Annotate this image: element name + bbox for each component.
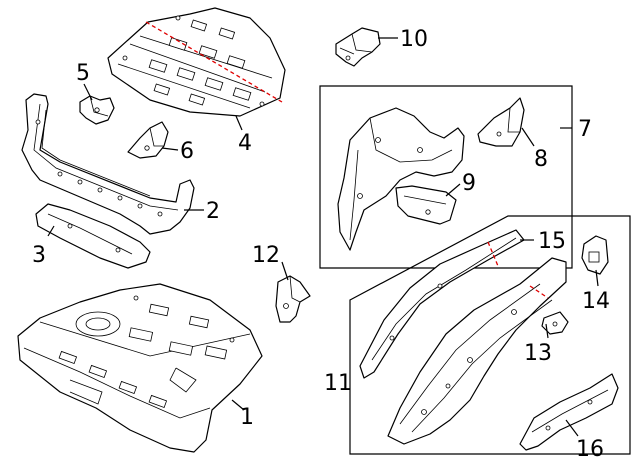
part-10-bracket[interactable]	[335, 27, 381, 67]
leader-16	[565, 419, 579, 437]
cut-line-part-11	[529, 285, 549, 299]
leader-5	[83, 83, 93, 101]
part-16-rear-rail[interactable]	[519, 373, 619, 451]
cut-line-part-4	[145, 21, 283, 103]
part-13-bracket[interactable]	[541, 311, 569, 335]
callout-9: 9	[462, 171, 476, 196]
leader-13	[545, 323, 549, 339]
callout-5: 5	[76, 61, 90, 86]
cut-line-part-15	[487, 241, 499, 267]
callout-8: 8	[534, 147, 548, 172]
leader-6	[161, 147, 179, 151]
leader-1	[231, 399, 245, 411]
part-1-rear-floor[interactable]	[17, 283, 263, 453]
leader-9	[445, 183, 461, 197]
part-5-bracket[interactable]	[79, 95, 115, 125]
callout-3: 3	[32, 243, 46, 268]
callout-11: 11	[324, 371, 352, 396]
part-9-reinforcement[interactable]	[395, 185, 457, 225]
part-12-bracket[interactable]	[275, 275, 311, 323]
part-8-bracket[interactable]	[477, 97, 525, 147]
callout-7: 7	[578, 117, 592, 142]
callout-6: 6	[180, 139, 194, 164]
callout-4: 4	[238, 131, 252, 156]
leader-3	[47, 225, 55, 237]
part-11-side-member[interactable]	[387, 257, 567, 445]
callout-14: 14	[582, 289, 610, 314]
callout-2: 2	[206, 199, 220, 224]
callout-12: 12	[252, 243, 280, 268]
group-box-7	[319, 85, 573, 269]
part-14-bracket[interactable]	[581, 235, 609, 275]
part-2-crossmember[interactable]	[21, 93, 195, 235]
part-4-rear-floor-pan[interactable]	[107, 7, 286, 117]
leader-12	[281, 261, 289, 281]
callout-1: 1	[240, 405, 254, 430]
part-15-rail-extension[interactable]	[359, 229, 525, 379]
callout-16: 16	[576, 437, 604, 462]
leader-14	[595, 269, 599, 287]
part-6-bracket[interactable]	[127, 121, 169, 159]
callout-15: 15	[538, 229, 566, 254]
callout-13: 13	[524, 341, 552, 366]
group-box-11	[349, 215, 631, 455]
leader-8	[521, 127, 535, 147]
callout-10: 10	[400, 27, 428, 52]
part-3-reinforcement[interactable]	[35, 203, 151, 269]
part-7-wheelhouse[interactable]	[337, 107, 465, 251]
leader-4	[235, 115, 243, 131]
